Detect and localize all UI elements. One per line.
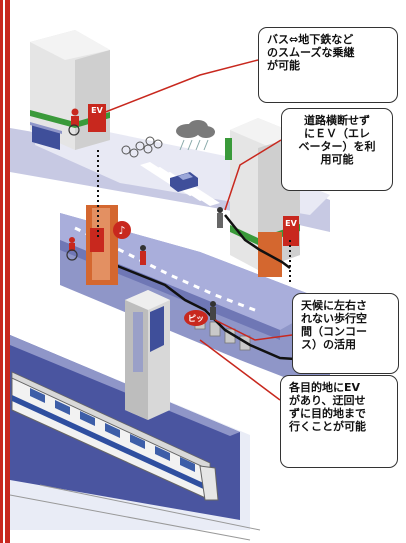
route-line-concourse [95, 249, 311, 362]
callout-line: 行くことが可能 [289, 420, 366, 433]
callout-road-crossing: 道路横断せず にＥＶ（エレ ベーター）を利 用可能 [281, 108, 393, 191]
leader-road-crossing [224, 139, 282, 211]
callout-line: 各目的地にEV [289, 381, 361, 394]
gate-sound-bubble [184, 310, 208, 326]
elevator-shaft [125, 290, 170, 420]
callout-destinations: 各目的地にEV があり、迂回せ ずに目的地まで 行くことが可能 [280, 375, 398, 468]
callout-line: ス）の活用 [301, 338, 356, 351]
person-wheelchair-street [68, 108, 80, 136]
callout-line: が可能 [267, 59, 300, 72]
callout-line: 道路横断せず [304, 114, 370, 127]
bus-shelter [30, 122, 62, 150]
bicycle-rack [121, 136, 163, 158]
route-line-street [224, 214, 291, 269]
car-icon [170, 172, 198, 192]
callout-line: れない歩行空 [301, 312, 367, 325]
ev-sign-left: EV [91, 106, 103, 115]
leader-destinations [199, 339, 281, 401]
gate-sound-text: ピッ [188, 313, 204, 323]
leader-concourse [214, 319, 293, 341]
callout-concourse: 天候に左右さ れない歩行空 間（コンコー ス）の活用 [292, 293, 399, 374]
person-at-gate [210, 301, 216, 320]
rail [39, 484, 261, 531]
person-walking-concourse [140, 245, 146, 265]
rain-cloud-icon [176, 120, 215, 151]
callout-line: があり、迂回せ [289, 394, 366, 407]
left-building: EV [30, 30, 110, 150]
callout-line: 用可能 [320, 153, 354, 166]
leader-bus-transfer [89, 59, 259, 119]
callout-line: のスムーズな乗継 [267, 46, 355, 59]
callout-line: ベーター）を利 [298, 140, 376, 153]
callout-line: ずに目的地まで [289, 407, 366, 420]
callout-line: バス⇔地下鉄など [267, 33, 354, 46]
person-walking-street [217, 207, 223, 228]
subway-train [11, 371, 219, 501]
concourse-floor [60, 213, 330, 330]
ev-sign-right: EV [285, 219, 297, 228]
music-note-glyph: ♪ [118, 224, 125, 237]
left-elevator-column [86, 205, 118, 285]
callout-line: 間（コンコー [301, 325, 367, 338]
callout-line: にＥＶ（エレ [304, 127, 370, 140]
person-wheelchair-concourse [66, 237, 78, 261]
bus-stop-sign [225, 138, 232, 160]
callout-line: 天候に左右さ [301, 299, 367, 312]
rail [9, 494, 251, 541]
music-note-icon [113, 221, 131, 239]
callout-bus-transfer: バス⇔地下鉄など のスムーズな乗継 が可能 [258, 27, 398, 103]
left-border-stripe [3, 0, 5, 543]
